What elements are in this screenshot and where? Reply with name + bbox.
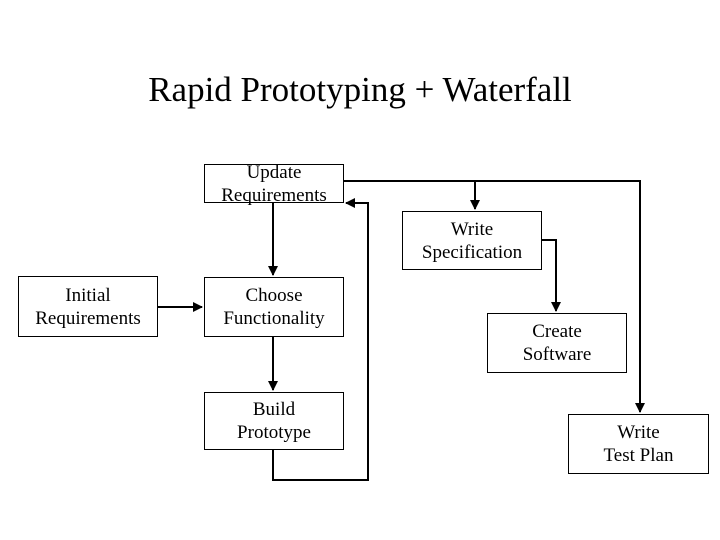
edge-update-to-test-plan [475, 180, 645, 413]
node-label-line1: Create [532, 321, 582, 342]
edge-update-to-write-spec [344, 180, 480, 210]
edge-build-to-update-feedback [272, 198, 369, 481]
node-build-prototype[interactable]: Build Prototype [204, 392, 344, 450]
node-label-line1: Update [246, 161, 302, 183]
node-label-line1: Choose [245, 285, 303, 306]
node-label-line1: Write [450, 218, 494, 240]
page-title: Rapid Prototyping + Waterfall [148, 70, 572, 109]
node-label-line2: Test Plan [603, 445, 674, 466]
node-choose-functionality[interactable]: Choose Functionality [204, 277, 344, 337]
node-create-software[interactable]: Create Software [487, 313, 627, 373]
node-write-test-plan[interactable]: Write Test Plan [568, 414, 709, 474]
node-label-line2: Prototype [237, 422, 311, 443]
node-label-line2: Requirements [221, 184, 327, 206]
node-write-specification[interactable]: Write Specification [402, 211, 542, 270]
node-label-line2: Software [522, 344, 592, 365]
node-label-line1: Write [617, 422, 660, 443]
node-label-line2: Functionality [223, 308, 325, 329]
node-label-line2: Requirements [35, 307, 141, 329]
edge-spec-to-create-software [542, 239, 561, 312]
node-label-line2: Specification [421, 241, 523, 263]
node-label-line1: Initial [65, 284, 111, 306]
node-initial-requirements[interactable]: Initial Requirements [18, 276, 158, 337]
node-label-line1: Build [252, 399, 296, 420]
node-update-requirements[interactable]: Update Requirements [204, 161, 344, 206]
